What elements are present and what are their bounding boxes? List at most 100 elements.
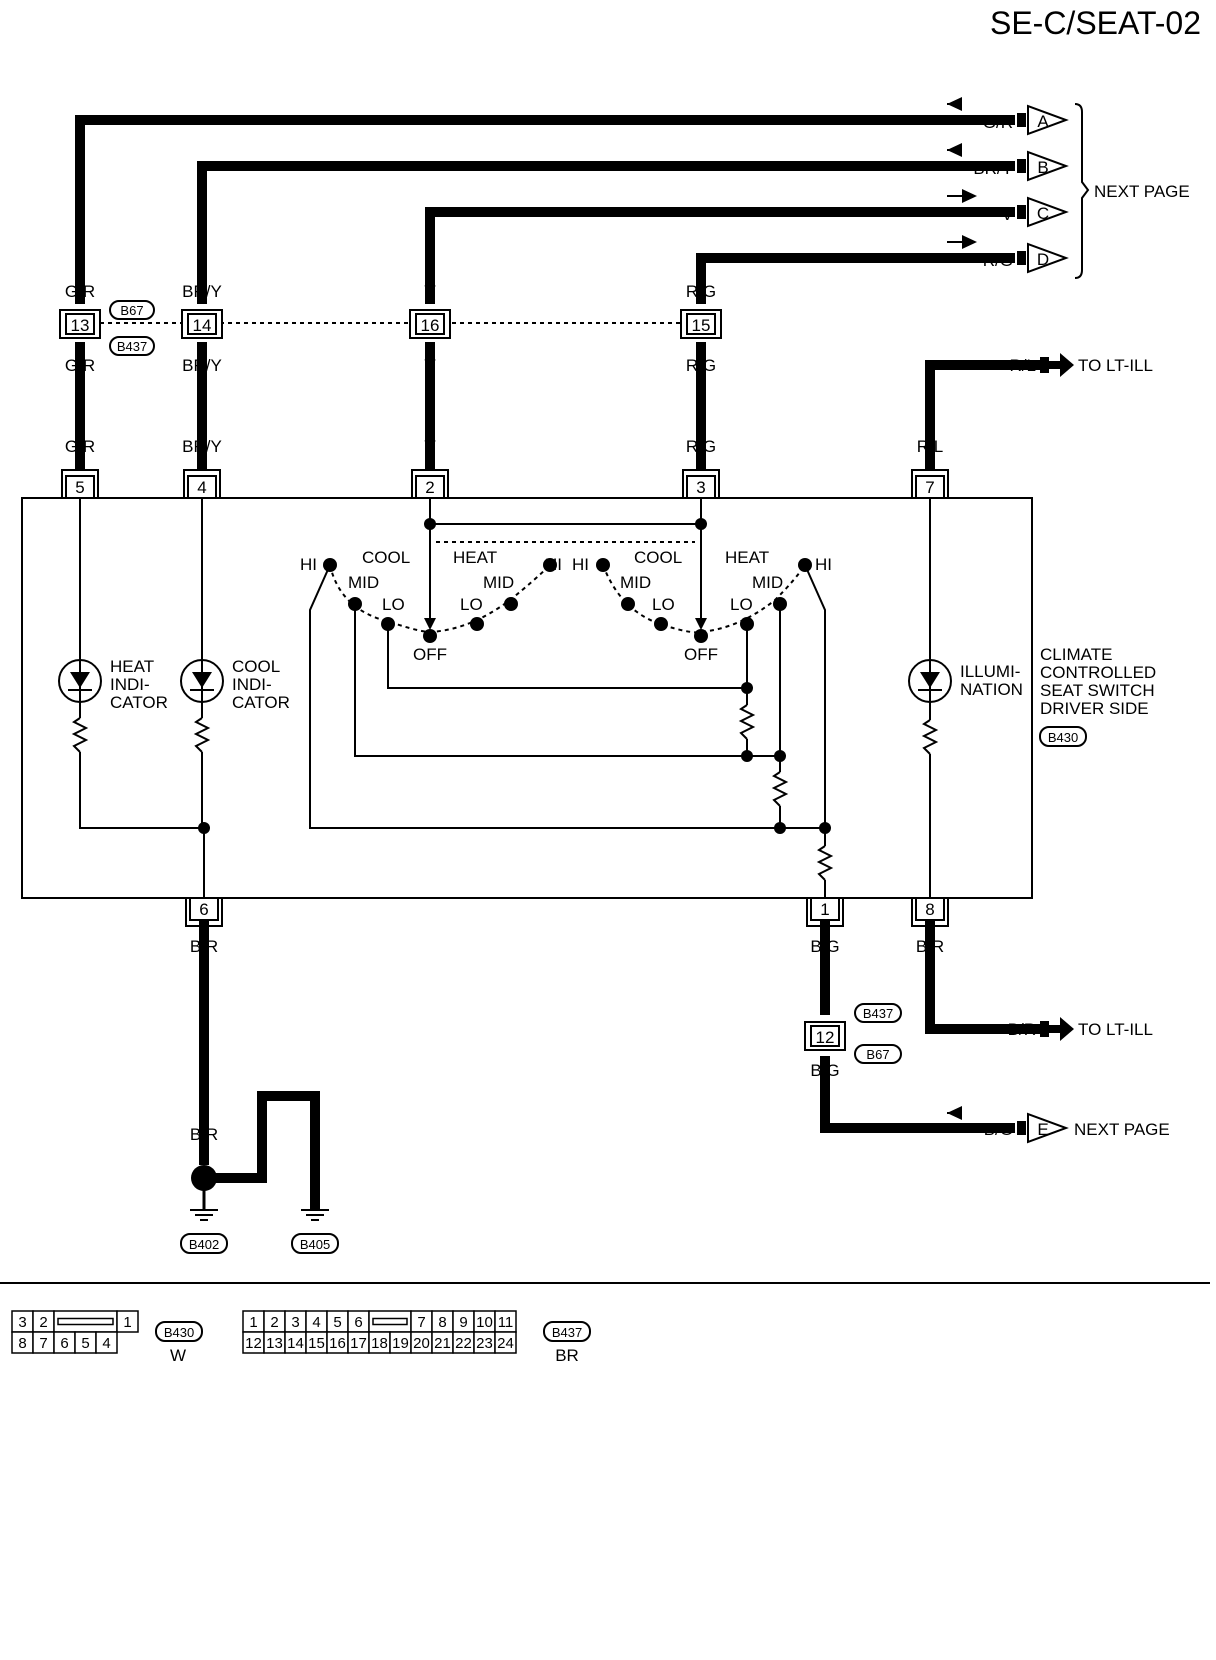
- svg-text:R/L: R/L: [1010, 356, 1036, 375]
- svg-text:B67: B67: [120, 303, 143, 318]
- contact-hi-heat-left: [543, 558, 557, 572]
- junction-dot: [774, 822, 786, 834]
- resistor-2: [771, 771, 789, 807]
- connector-pin-number: 22: [455, 1335, 472, 1352]
- wire-r-l: [925, 360, 1040, 470]
- inline-connector-14: 14: [181, 309, 223, 339]
- heat-indicator-label-2: INDI-: [110, 675, 150, 694]
- svg-text:TO LT-ILL: TO LT-ILL: [1078, 356, 1153, 375]
- connector-pin-number: 14: [287, 1335, 304, 1352]
- connector-pin-number: 4: [102, 1335, 110, 1352]
- label-mid: MID: [620, 573, 651, 592]
- wire-br-y-top: [197, 161, 1015, 304]
- cool-indicator-resistor: [193, 717, 211, 753]
- connector-pin-number: 24: [497, 1335, 514, 1352]
- connector-pin-number: 5: [81, 1335, 89, 1352]
- tag-b430: B430: [1039, 726, 1087, 747]
- connector-lock-key: [57, 1317, 114, 1326]
- cool-indicator-label-3: CATOR: [232, 693, 290, 712]
- mid-wire: [354, 604, 747, 757]
- connector-pin-number: 4: [312, 1314, 320, 1331]
- connector-pin-number: 9: [459, 1314, 467, 1331]
- tag-b437-bottom: B437: [854, 1003, 902, 1023]
- connector-cavity: [116, 1310, 139, 1333]
- off-arrow-left: [424, 618, 436, 630]
- label-hi: HI: [300, 555, 317, 574]
- connector-color-b437: BR: [555, 1346, 579, 1365]
- svg-text:A: A: [1037, 112, 1049, 131]
- connector-pin-number: 6: [354, 1314, 362, 1331]
- illumination-label-2: NATION: [960, 680, 1023, 699]
- junction-dot: [695, 518, 707, 530]
- label-heat: HEAT: [725, 548, 769, 567]
- contact-off-right: [694, 629, 708, 643]
- wire-label-bg-1: B/G: [810, 937, 839, 956]
- svg-text:R/G: R/G: [983, 251, 1013, 270]
- heat-indicator-label-3: CATOR: [110, 693, 168, 712]
- svg-text:B402: B402: [189, 1237, 219, 1252]
- connector-pin-number: 10: [476, 1314, 493, 1331]
- tag-b405: B405: [291, 1233, 339, 1254]
- wire-label-rg-3: R/G: [686, 437, 716, 456]
- svg-text:D: D: [1037, 250, 1049, 269]
- lo-wire: [387, 624, 747, 689]
- connector-pin-number: 16: [329, 1335, 346, 1352]
- connector-pin-number: 2: [39, 1314, 47, 1331]
- connector-pin-number: 8: [18, 1335, 26, 1352]
- connector-pin-number: 11: [498, 1314, 514, 1331]
- switch-pin-1: 1: [806, 897, 844, 927]
- svg-text:1: 1: [820, 900, 829, 919]
- wire-label-br-2: B/R: [916, 937, 944, 956]
- wire-b-g-lower: [820, 1056, 1015, 1133]
- svg-text:4: 4: [197, 478, 206, 497]
- svg-text:B430: B430: [164, 1325, 194, 1340]
- illumination-led: [908, 659, 952, 703]
- hi-wire: [309, 564, 825, 829]
- label-cool: COOL: [362, 548, 410, 567]
- contact-mid-right: [621, 597, 635, 611]
- connector-pin-number: 2: [270, 1314, 278, 1331]
- connector-pin-number: 7: [417, 1314, 425, 1331]
- cool-indicator-label-2: INDI-: [232, 675, 272, 694]
- connector-pin-number: 8: [438, 1314, 446, 1331]
- wire-label-rg-1: R/G: [686, 282, 716, 301]
- wire-label-br-1: B/R: [190, 937, 218, 956]
- label-lo: LO: [730, 595, 753, 614]
- tag-b67-top: B67: [109, 300, 155, 320]
- connector-pin-number: 17: [350, 1335, 367, 1352]
- offpage-b: BR/Y B: [947, 143, 1069, 182]
- svg-text:8: 8: [925, 900, 934, 919]
- illumination-label-1: ILLUMI-: [960, 662, 1020, 681]
- label-hi: HI: [815, 555, 832, 574]
- to-lt-ill-bottom: B/R TO LT-ILL: [1008, 1017, 1153, 1041]
- svg-text:3: 3: [696, 478, 705, 497]
- off-arrow-right: [695, 618, 707, 630]
- wire-label-bg-2: B/G: [810, 1061, 839, 1080]
- label-off: OFF: [684, 645, 718, 664]
- connector-color-b430: W: [170, 1346, 186, 1365]
- wire-label-bry-2: BR/Y: [182, 356, 222, 375]
- label-lo: LO: [382, 595, 405, 614]
- right-switch-arc: [602, 564, 806, 634]
- label-mid: MID: [348, 573, 379, 592]
- connector-pin-number: 3: [18, 1314, 26, 1331]
- inline-connector-16: 16: [409, 309, 451, 339]
- label-mid: MID: [752, 573, 783, 592]
- contact-mid-heat-left: [504, 597, 518, 611]
- switch-pin-5: 5: [61, 469, 99, 499]
- switch-name-1: CLIMATE: [1040, 645, 1112, 664]
- wire-label-rg-2: R/G: [686, 356, 716, 375]
- tag-b67-bottom: B67: [854, 1044, 902, 1064]
- contact-lo-right: [654, 617, 668, 631]
- switch-name-3: SEAT SWITCH: [1040, 681, 1155, 700]
- junction-dot: [741, 750, 753, 762]
- svg-text:B/G: B/G: [984, 1120, 1013, 1139]
- connector-lock-key: [372, 1317, 408, 1326]
- switch-pin-2: 2: [411, 469, 449, 499]
- cool-indicator-label-1: COOL: [232, 657, 280, 676]
- ground-splice-dot: [191, 1165, 217, 1191]
- wire-label-b-1: B: [256, 1125, 267, 1144]
- svg-text:13: 13: [71, 316, 90, 335]
